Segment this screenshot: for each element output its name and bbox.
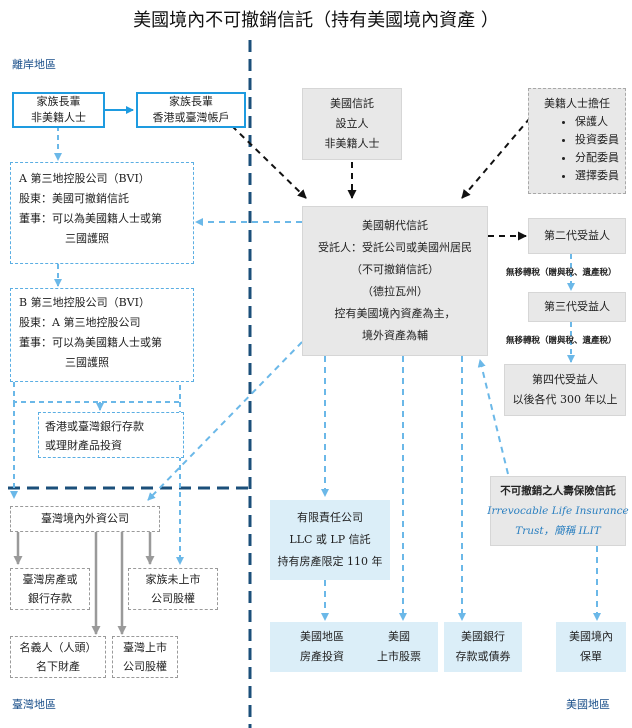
region-label-offshore: 離岸地區 — [12, 58, 56, 71]
us-insurance-line-2: 保單 — [580, 650, 602, 663]
us-listed-line-2: 上市股票 — [377, 650, 421, 663]
nominee-box: 名義人（人頭） 名下財產 — [10, 636, 106, 678]
role-protector: 保護人 — [575, 113, 625, 131]
us-listed-line-1: 美國 — [388, 630, 410, 643]
company-b-line-1: B 第三地控股公司（BVI） — [19, 296, 150, 309]
trust-line-3: （不可撤銷信託） — [351, 263, 439, 276]
role-investment: 投資委員 — [575, 131, 625, 149]
no-tax-note-1: 無移轉稅（贈與稅、遺產稅） — [506, 268, 617, 278]
page-title: 美國境內不可撤銷信託（持有美國境內資產 ） — [133, 10, 499, 31]
llc-box: 有限責任公司 LLC 或 LP 信託 持有房產限定 110 年 — [270, 500, 390, 580]
company-a-line-2: 股東：美國可撤銷信託 — [19, 192, 129, 205]
trust-line-6: 境外資產為輔 — [362, 329, 428, 342]
arrow-trust-to-fic — [147, 341, 303, 501]
nominee-line-1: 名義人（人頭） — [19, 641, 97, 654]
company-a-line-4: 三國護照 — [65, 232, 109, 245]
arrow-account-to-trust — [231, 125, 307, 199]
us-bank-box: 美國銀行 存款或債券 — [444, 622, 522, 672]
us-bank-line-2: 存款或債券 — [455, 650, 511, 663]
taiwan-fic-label: 臺灣境內外資公司 — [41, 512, 129, 525]
gen3-box: 第三代受益人 — [528, 292, 626, 322]
family-unlisted-box: 家族未上市 公司股權 — [128, 568, 218, 610]
trust-line-5: 控有美國境內資產為主， — [334, 307, 456, 320]
role-distribution: 分配委員 — [575, 149, 625, 167]
gen4-box: 第四代受益人 以後各代 300 年以上 — [504, 364, 626, 416]
tw-listed-box: 臺灣上市 公司股權 — [112, 636, 178, 678]
trust-line-4: （德拉瓦州） — [362, 285, 428, 298]
gen2-box: 第二代受益人 — [528, 218, 626, 254]
ilit-line-2: Irrevocable Life Insurance — [487, 505, 629, 517]
ilit-line-3: Trust，簡稱 ILIT — [515, 525, 601, 537]
company-a-line-1: A 第三地控股公司（BVI） — [19, 172, 150, 185]
gen4-line-2: 以後各代 300 年以上 — [512, 393, 618, 406]
company-b-line-2: 股東：A 第三地控股公司 — [19, 316, 141, 329]
region-label-taiwan: 臺灣地區 — [12, 698, 56, 711]
gen2-label: 第二代受益人 — [544, 229, 610, 242]
arrow-roles-to-trust — [461, 117, 531, 199]
region-label-usa: 美國地區 — [566, 698, 610, 711]
us-real-estate-line-2: 房產投資 — [300, 650, 344, 663]
us-insurance-box: 美國境內 保單 — [556, 622, 626, 672]
nominee-line-2: 名下財產 — [36, 660, 80, 673]
llc-line-3: 持有房產限定 110 年 — [277, 555, 383, 568]
trust-line-1: 美國朝代信託 — [362, 219, 428, 232]
family-head-box: 家族長輩 非美籍人士 — [12, 92, 105, 128]
trust-line-2: 受託人：受託公司或美國州居民 — [318, 241, 472, 254]
llc-line-1: 有限責任公司 — [297, 511, 363, 524]
tw-property-box: 臺灣房產或 銀行存款 — [10, 568, 90, 610]
settlor-line-3: 非美籍人士 — [324, 137, 380, 150]
no-tax-note-2: 無移轉稅（贈與稅、遺產稅） — [506, 336, 617, 346]
ilit-line-1: 不可撤銷之人壽保險信託 — [500, 485, 616, 497]
tw-property-line-1: 臺灣房產或 — [22, 573, 78, 586]
us-roles-title: 美籍人士擔任 — [544, 97, 610, 110]
us-bank-line-1: 美國銀行 — [461, 630, 505, 643]
us-real-estate-line-1: 美國地區 — [300, 630, 344, 643]
deposit-line-1: 香港或臺灣銀行存款 — [45, 420, 144, 433]
family-head-line-2: 非美籍人士 — [31, 111, 86, 124]
family-unlisted-line-2: 公司股權 — [151, 592, 195, 605]
role-selection: 選擇委員 — [575, 167, 625, 185]
us-settlor-box: 美國信託 設立人 非美籍人士 — [302, 88, 402, 160]
taiwan-fic-box: 臺灣境內外資公司 — [10, 506, 160, 532]
family-account-line-2: 香港或臺灣帳戶 — [152, 111, 230, 124]
tw-listed-line-1: 臺灣上市 — [123, 641, 167, 654]
family-head-account-box: 家族長輩 香港或臺灣帳戶 — [136, 92, 246, 128]
ilit-box: 不可撤銷之人壽保險信託 Irrevocable Life Insurance T… — [487, 476, 629, 546]
company-b-box: B 第三地控股公司（BVI） 股東：A 第三地控股公司 董事：可以為美國籍人士或… — [10, 288, 194, 382]
company-b-line-4: 三國護照 — [65, 356, 109, 369]
family-head-line-1: 家族長輩 — [36, 95, 81, 108]
us-listed-box: 美國 上市股票 — [360, 622, 438, 672]
settlor-line-1: 美國信託 — [330, 97, 374, 110]
tw-property-line-2: 銀行存款 — [28, 592, 72, 605]
family-account-line-1: 家族長輩 — [169, 95, 213, 108]
family-unlisted-line-1: 家族未上市 — [145, 573, 201, 586]
deposit-line-2: 或理財產品投資 — [45, 439, 122, 452]
us-insurance-line-1: 美國境內 — [569, 630, 613, 643]
hk-tw-deposit-box: 香港或臺灣銀行存款 或理財產品投資 — [38, 412, 184, 458]
us-roles-list: 保護人 投資委員 分配委員 選擇委員 — [529, 113, 625, 185]
arrow-b-to-deposit — [13, 382, 181, 403]
arrow-ilit-to-trust — [477, 359, 509, 475]
gen3-label: 第三代受益人 — [544, 300, 610, 313]
settlor-line-2: 設立人 — [335, 117, 369, 130]
gen4-line-1: 第四代受益人 — [532, 373, 598, 386]
company-b-line-3: 董事：可以為美國籍人士或第 — [19, 336, 162, 349]
company-a-line-3: 董事：可以為美國籍人士或第 — [19, 212, 162, 225]
us-real-estate-box: 美國地區 房產投資 — [270, 622, 374, 672]
dynasty-trust-box: 美國朝代信託 受託人：受託公司或美國州居民 （不可撤銷信託） （德拉瓦州） 控有… — [302, 206, 488, 356]
tw-listed-line-2: 公司股權 — [123, 660, 167, 673]
us-roles-box: 美籍人士擔任 保護人 投資委員 分配委員 選擇委員 — [528, 88, 626, 194]
llc-line-2: LLC 或 LP 信託 — [289, 533, 371, 546]
company-a-box: A 第三地控股公司（BVI） 股東：美國可撤銷信託 董事：可以為美國籍人士或第 … — [10, 162, 194, 264]
